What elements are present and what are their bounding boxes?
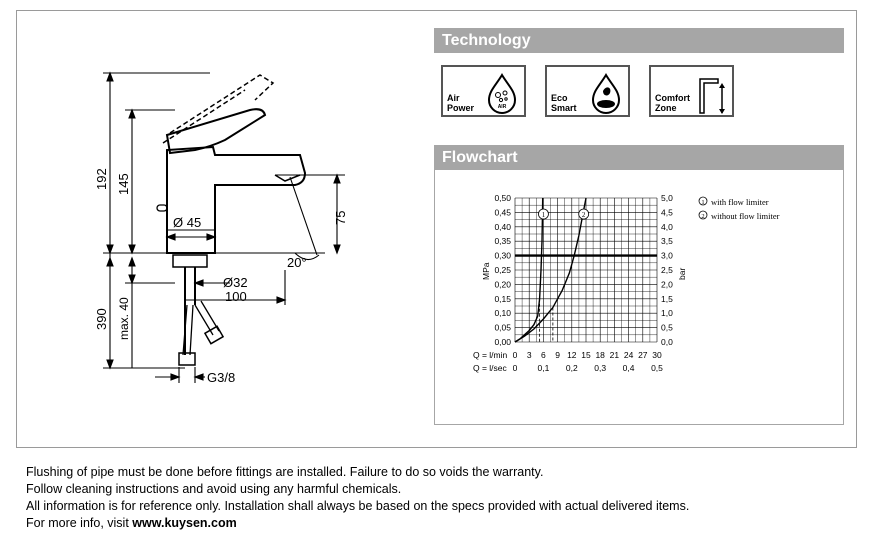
dim-d32: Ø32 [223,275,248,290]
dim-max40: max. 40 [117,297,131,340]
series-line-2 [514,197,587,343]
y-tick-label: 0,40 [494,222,511,232]
legend-text-2: without flow limiter [711,211,780,221]
y2-tick-label: 0,0 [661,337,673,347]
series-line-1 [514,197,544,343]
dim-100: 100 [225,289,247,304]
comfort-zone-line1: Comfort [655,93,690,103]
y2-tick-label: 3,0 [661,251,673,261]
x-tick-label: 30 [652,350,662,360]
website-link[interactable]: www.kuysen.com [132,516,237,530]
dim-angle: 20° [287,255,307,270]
x-tick-label: 3 [527,350,532,360]
dim-192: 192 [95,168,109,190]
dim-145: 145 [116,173,131,195]
dim-thread: G3/8 [207,370,235,385]
note-cleaning: Follow cleaning instructions and avoid u… [26,482,402,496]
y2-tick-label: 1,0 [661,308,673,318]
note-flushing: Flushing of pipe must be done before fit… [26,465,544,479]
x2-tick-label: 0,4 [623,363,635,373]
series-marker-2 [578,208,590,220]
y-tick-label: 0,10 [494,308,511,318]
eco-smart-line1: Eco [551,93,568,103]
y2-tick-label: 4,0 [661,222,673,232]
note-more-info: For more info, visit www.kuysen.com [26,515,689,532]
y2-tick-label: 2,0 [661,279,673,289]
x-axis-label-lmin: Q = l/min [473,350,508,360]
x-tick-label: 6 [541,350,546,360]
eco-smart-drop-icon [591,73,621,114]
x-tick-label: 0 [513,350,518,360]
y-tick-label: 0,35 [494,236,511,246]
x-tick-label: 24 [624,350,634,360]
legend-marker-2-text: 2 [701,213,704,220]
x-tick-label: 21 [610,350,620,360]
y-axis-unit: MPa [481,262,491,280]
air-drop-text: AIR [498,104,507,110]
series-marker-1 [538,208,549,220]
y-tick-label: 0,50 [494,193,511,203]
note-reference: All information is for reference only. I… [26,499,690,513]
x2-tick-label: 0,2 [566,363,578,373]
y-tick-label: 0,00 [494,337,511,347]
x-tick-label: 15 [581,350,591,360]
y-tick-label: 0,30 [494,251,511,261]
y-tick-label: 0,45 [494,207,511,217]
x-tick-label: 12 [567,350,577,360]
y2-tick-label: 0,5 [661,323,673,333]
y2-tick-label: 4,5 [661,207,673,217]
y2-axis-unit: bar [677,268,687,280]
y2-tick-label: 3,5 [661,236,673,246]
y-tick-label: 0,20 [494,279,511,289]
y-tick-label: 0,25 [494,265,511,275]
air-power-line2: Power [447,103,475,113]
legend-marker-1 [698,196,708,206]
x2-tick-label: 0 [513,363,518,373]
series-marker-text: 1 [542,211,546,219]
x2-tick-label: 0,5 [651,363,663,373]
y2-tick-label: 1,5 [661,294,673,304]
x-tick-label: 27 [638,350,648,360]
note-more-info-prefix: For more info, visit [26,516,133,530]
comfort-zone-line2: Zone [655,103,677,113]
notes-block: Flushing of pipe must be done before fit… [26,464,689,532]
air-power-line1: Air [447,93,460,103]
legend-text-1: with flow limiter [711,197,769,207]
legend-marker-1-text: 1 [701,199,704,206]
dim-75: 75 [333,211,348,225]
x-axis-label-lsec: Q = l/sec [473,363,508,373]
dim-d45: Ø 45 [173,215,201,230]
comfort-zone-faucet-icon [699,78,725,114]
x2-tick-label: 0,3 [594,363,606,373]
spec-sheet-frame [16,10,857,448]
y2-tick-label: 5,0 [661,193,673,203]
y-tick-label: 0,15 [494,294,511,304]
eco-smart-line2: Smart [551,103,577,113]
technology-header: Technology [434,28,844,53]
x-tick-label: 9 [555,350,560,360]
legend-marker-2 [698,210,708,220]
faucet-technical-drawing: 192 145 75 Ø 45 20° Ø32 100 390 max. 40 … [95,71,348,385]
chart-grid [514,197,658,343]
air-power-drop-icon: AIR [487,73,517,114]
x2-tick-label: 0,1 [537,363,549,373]
dim-390: 390 [95,308,109,330]
y-tick-label: 0,05 [494,323,511,333]
x-tick-label: 18 [595,350,605,360]
y2-tick-label: 2,5 [661,265,673,275]
flow-chart: 0,000,050,100,150,200,250,300,350,400,45… [473,193,780,373]
flowchart-header: Flowchart [434,145,844,170]
series-marker-text: 2 [582,211,586,219]
